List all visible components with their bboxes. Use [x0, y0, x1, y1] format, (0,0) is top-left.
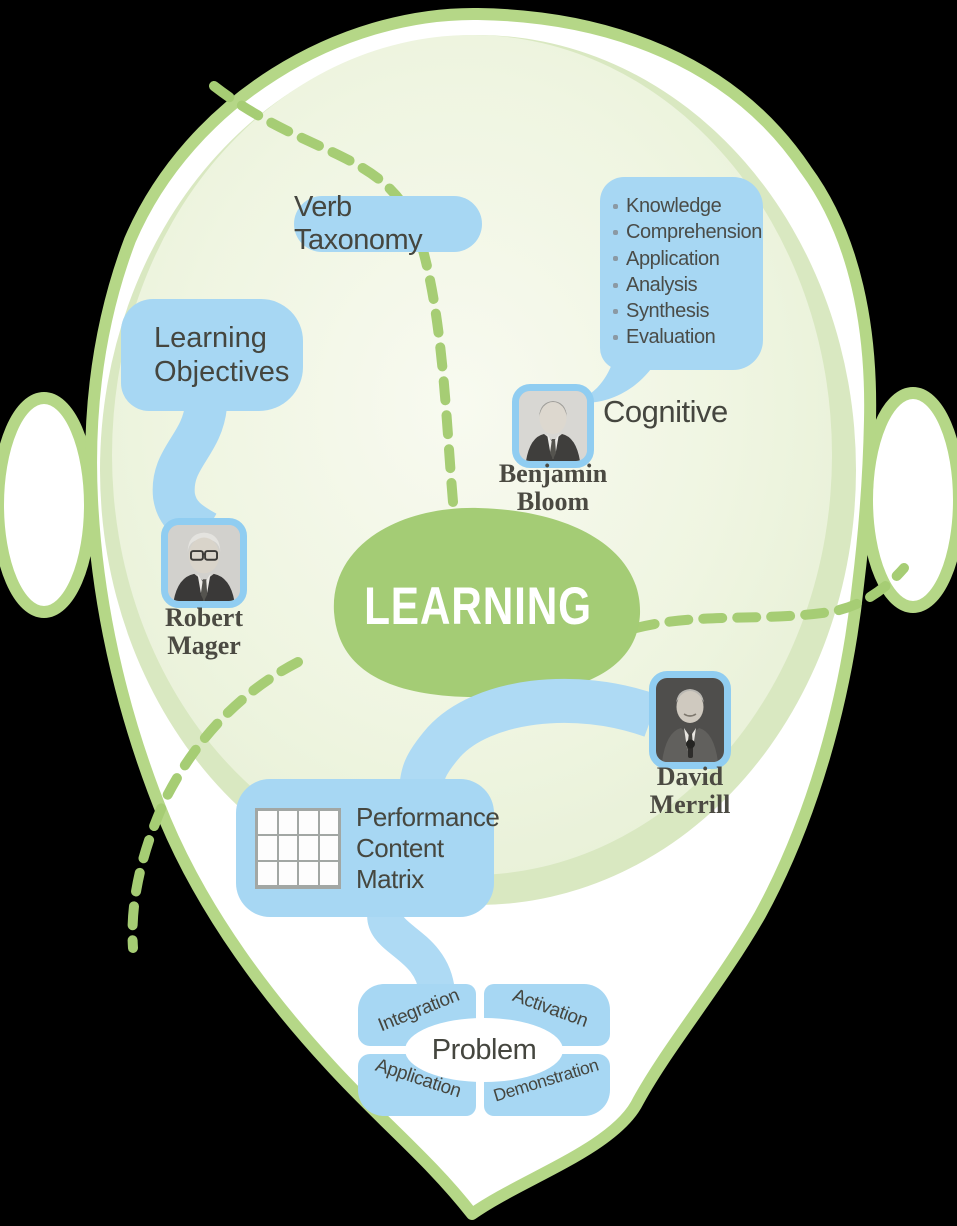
robert-mager-photo: [161, 518, 247, 608]
dashed-connector-top: [209, 81, 458, 507]
verb-taxonomy-node: Verb Taxonomy: [294, 191, 482, 256]
pcm-line1: Performance: [356, 801, 500, 832]
cognitive-list-bubble: Knowledge Comprehension Application Anal…: [600, 177, 763, 370]
bullet-dot-icon: [613, 308, 618, 314]
learning-blob: [333, 507, 641, 698]
benjamin-bloom-portrait-icon: [519, 391, 587, 461]
list-item-label: Comprehension: [626, 221, 762, 244]
learning-objectives-node: Learning Objectives: [121, 299, 303, 411]
list-item-label: Application: [626, 247, 720, 270]
pcm-line3: Matrix: [356, 863, 424, 894]
benjamin-bloom-name: Benjamin Bloom: [473, 460, 633, 515]
list-item: Synthesis: [613, 298, 757, 324]
david-merrill-photo: [649, 671, 731, 769]
cognitive-label: Cognitive: [603, 394, 728, 429]
left-ear-shape: [0, 392, 96, 618]
bullet-dot-icon: [613, 282, 618, 288]
last-name: Merrill: [649, 789, 731, 819]
verb-taxonomy-label: Verb Taxonomy: [294, 191, 423, 256]
list-item: Evaluation: [613, 324, 757, 350]
list-item: Analysis: [613, 272, 757, 298]
cognitive-items-list: Knowledge Comprehension Application Anal…: [613, 193, 762, 351]
robert-mager-name: Robert Mager: [124, 604, 284, 659]
robert-mager-portrait-icon: [168, 525, 240, 601]
bullet-dot-icon: [613, 256, 618, 262]
learning-objectives-line1: Learning: [154, 322, 267, 354]
list-item-label: Synthesis: [626, 300, 710, 323]
bullet-dot-icon: [613, 229, 618, 235]
last-name: Bloom: [516, 486, 590, 516]
list-item: Knowledge: [613, 193, 757, 219]
performance-content-matrix-node: Performance Content Matrix: [236, 779, 500, 917]
bullet-dot-icon: [613, 203, 618, 209]
first-name: David: [656, 762, 724, 791]
last-name: Mager: [167, 630, 241, 660]
learning-objectives-line2: Objectives: [154, 356, 290, 388]
david-merrill-portrait-icon: [656, 678, 724, 762]
first-name: Robert: [165, 603, 243, 632]
problem-label: Problem: [431, 1033, 537, 1066]
benjamin-bloom-photo: [512, 384, 594, 468]
merrill-pcm-connector: [399, 678, 660, 797]
matrix-grid-icon: [255, 807, 341, 889]
bullet-dot-icon: [613, 335, 618, 341]
right-ear-shape: [861, 387, 957, 613]
list-item-label: Evaluation: [626, 326, 716, 349]
performance-content-matrix-label: Performance Content Matrix: [356, 801, 500, 895]
list-item: Application: [613, 246, 757, 272]
dashed-connector-left: [127, 657, 303, 953]
list-item-label: Knowledge: [626, 195, 722, 217]
problem-center-node: Problem: [405, 1018, 563, 1082]
first-name: Benjamin: [498, 459, 608, 488]
pcm-problem-connector: [367, 905, 455, 996]
dashed-connector-right: [631, 563, 909, 633]
pcm-line2: Content: [356, 832, 444, 863]
list-item: Comprehension: [613, 219, 762, 245]
learning-center-label: LEARNING: [364, 577, 592, 636]
problem-cycle-cluster: Problem Integration Activation Applicati…: [358, 984, 610, 1116]
list-item-label: Analysis: [626, 273, 698, 296]
david-merrill-name: David Merrill: [610, 763, 770, 818]
